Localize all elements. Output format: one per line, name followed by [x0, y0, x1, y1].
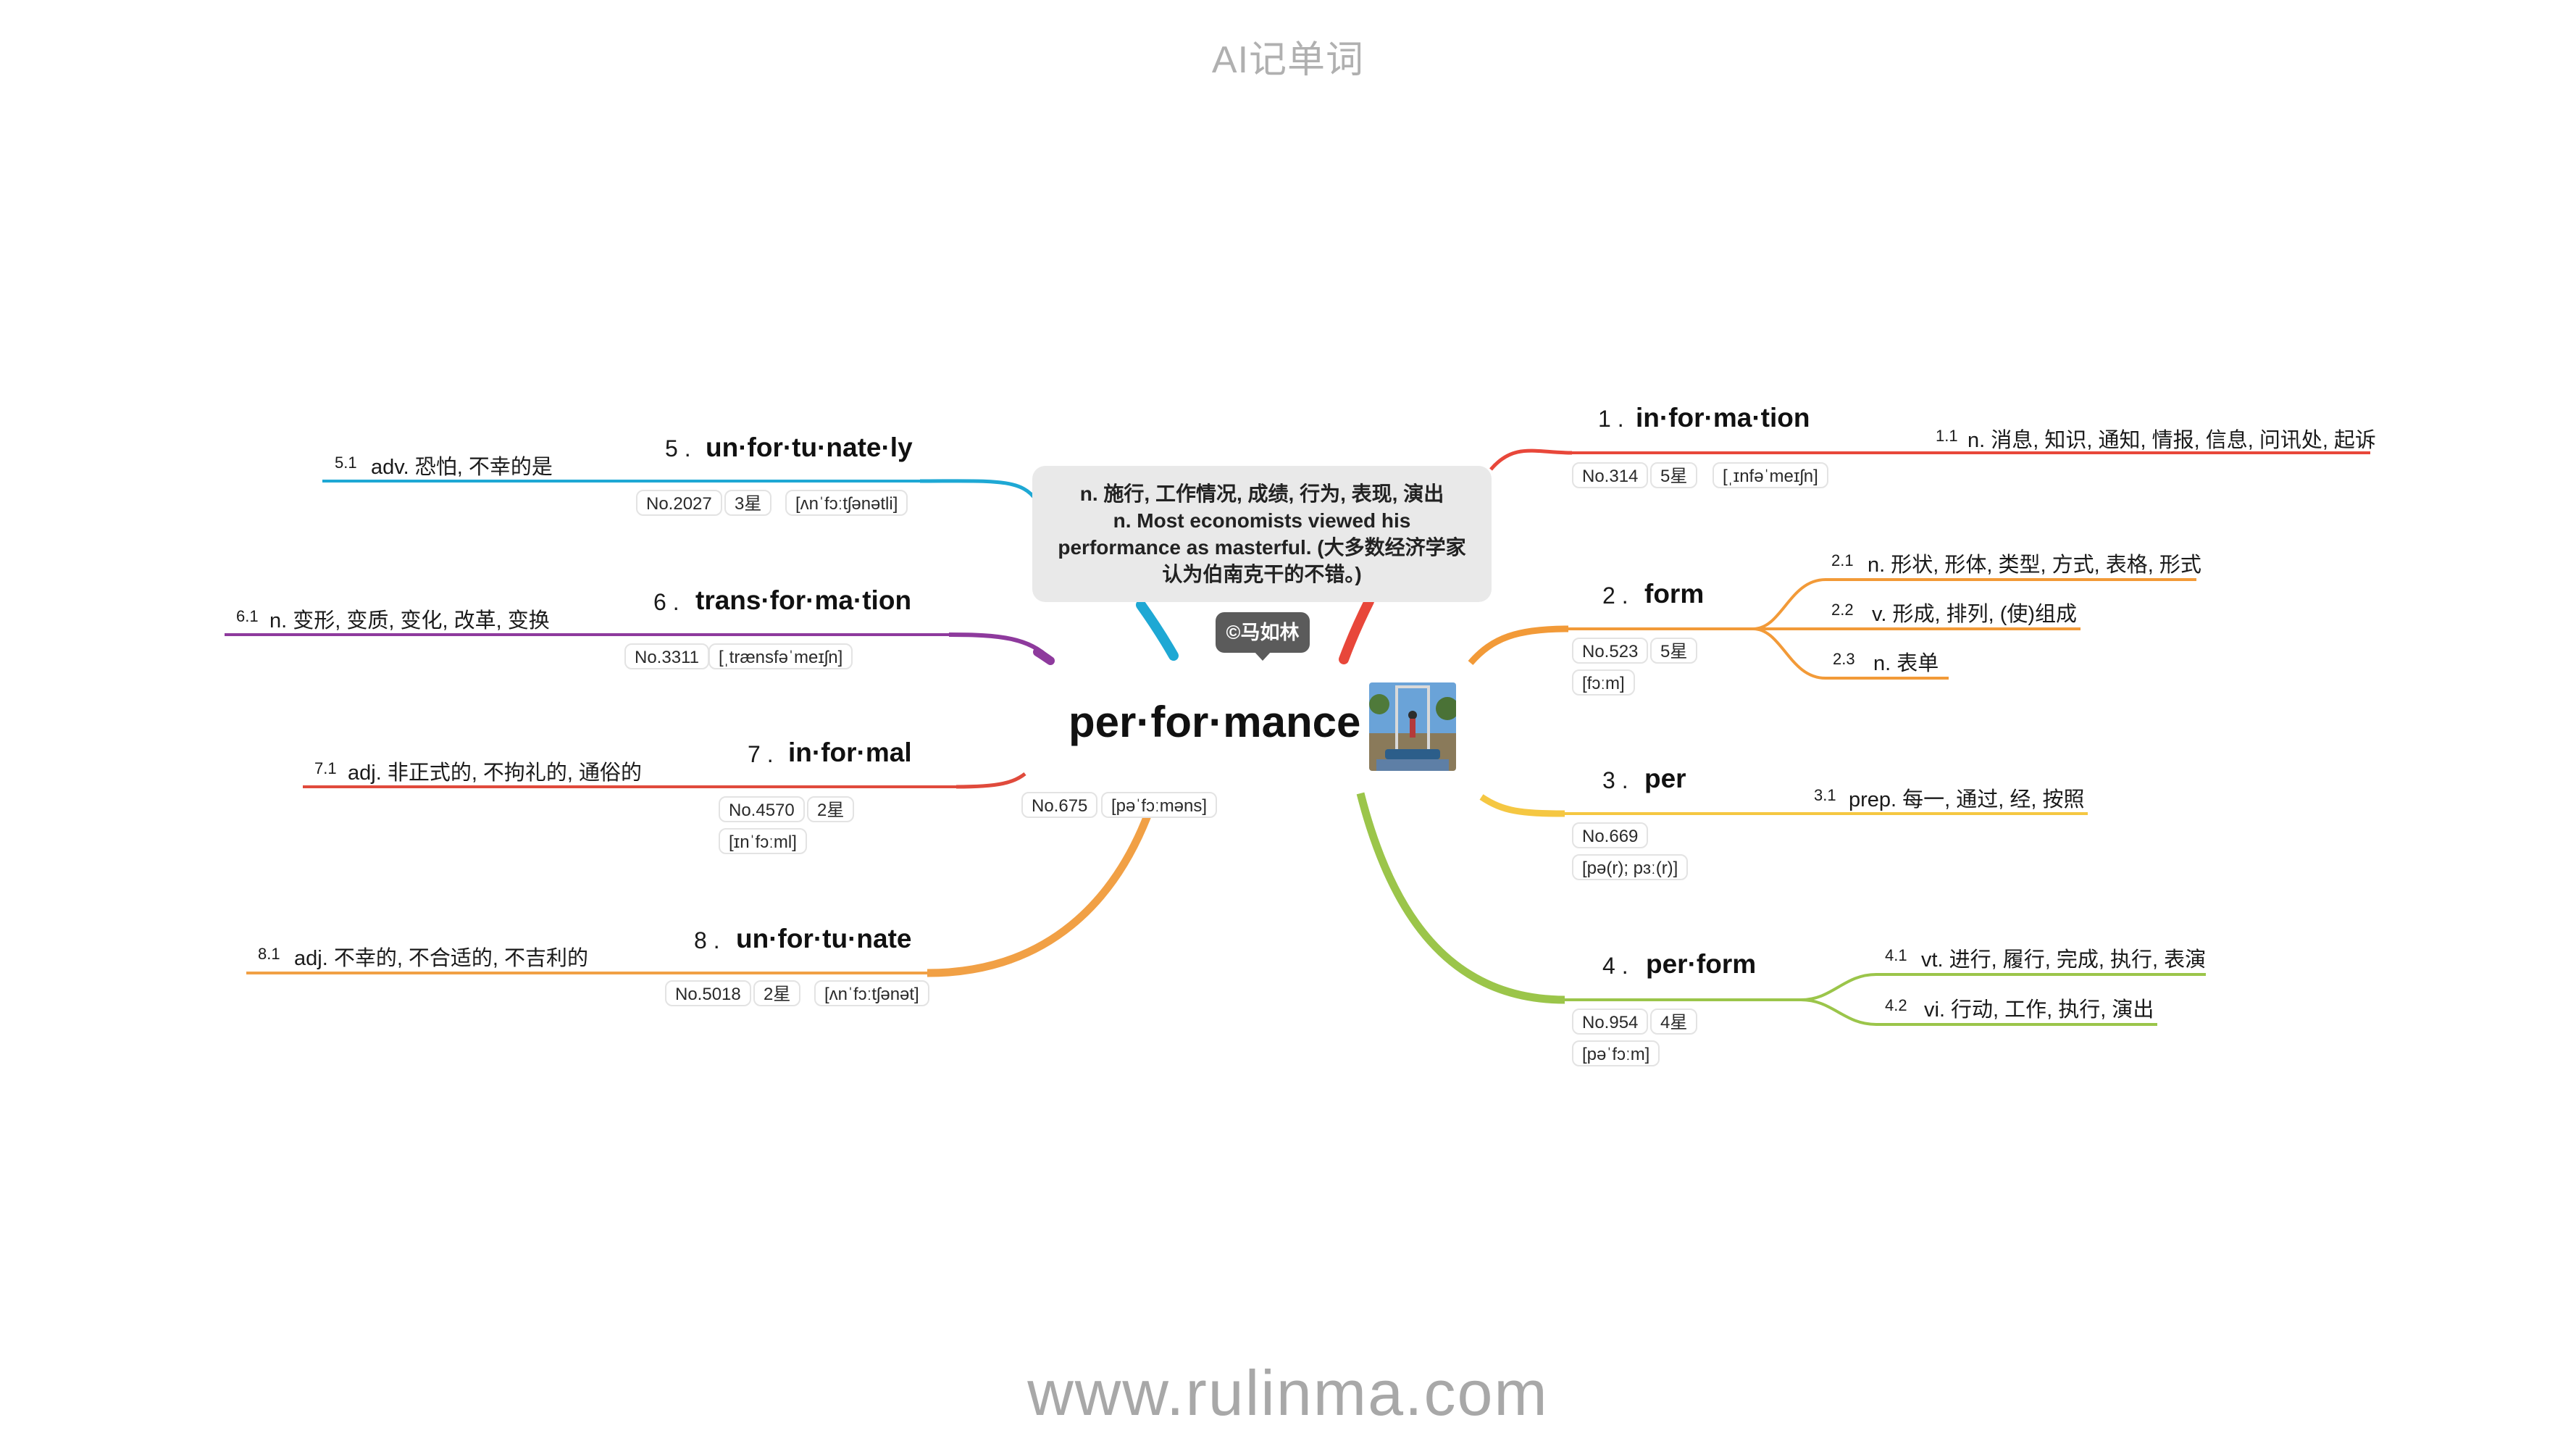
footer-url[interactable]: www.rulinma.com: [1027, 1357, 1549, 1429]
branch-5-chip-number: No.2027: [636, 490, 722, 516]
note-line: n. Most economists viewed his: [1113, 509, 1411, 532]
def-5-1-text: adv. 恐怕, 不幸的是: [371, 456, 553, 479]
branch-5-number: 5 .: [665, 435, 691, 462]
branch-2-chip-phonetic: [fɔːm]: [1572, 669, 1635, 696]
note-line: performance as masterful. (大多数经济学家: [1058, 536, 1466, 559]
central-word-image: [1369, 682, 1456, 771]
note-line: 认为伯南克干的不错。): [1162, 563, 1362, 585]
branch-7-word[interactable]: in·for·mal: [788, 738, 912, 767]
branch-6-chip-phonetic: [ˌtrænsfəˈmeɪʃn]: [708, 643, 853, 669]
connector-6: [948, 632, 1053, 661]
central-number-chip: No.675: [1021, 792, 1098, 818]
def-2-3-number: 2.3: [1833, 650, 1855, 668]
def-8-1-text: adj. 不幸的, 不合适的, 不吉利的: [294, 947, 589, 970]
def-7-1-text: adj. 非正式的, 不拘礼的, 通俗的: [348, 761, 643, 785]
def-4-2-number: 4.2: [1885, 996, 1907, 1014]
branch-2-chip-stars: 5星: [1650, 638, 1698, 664]
connector-8: [927, 792, 1160, 977]
branch-1-number: 1 .: [1598, 406, 1624, 432]
branch-2-word[interactable]: form: [1644, 579, 1705, 609]
def-1-1-number: 1.1: [1936, 427, 1958, 445]
def-4-1-number: 4.1: [1885, 946, 1907, 964]
connector-1: [1489, 448, 1573, 471]
branch-6-word[interactable]: trans·for·ma·tion: [695, 585, 912, 615]
branch-6-chip-number: No.3311: [624, 643, 709, 669]
connector-2-1: [1752, 578, 2196, 630]
note-line: n. 施行, 工作情况, 成绩, 行为, 表现, 演出: [1079, 483, 1444, 505]
branch-2-number: 2 .: [1602, 582, 1628, 609]
branch-1-chip-stars: 5星: [1650, 462, 1698, 488]
branch-3-number: 3 .: [1602, 767, 1628, 793]
def-2-3-text: n. 表单: [1873, 652, 1939, 675]
branch-3-chip-phonetic: [pə(r); pɜː(r)]: [1572, 854, 1689, 880]
app-title: AI记单词: [1211, 39, 1365, 81]
branch-8-chip-stars: 2星: [753, 980, 801, 1006]
connector-4-2: [1800, 998, 2157, 1026]
def-3-1-text: prep. 每一, 通过, 经, 按照: [1849, 788, 2085, 811]
connector-4: [1356, 792, 1565, 1004]
branch-5-chip-stars: 3星: [724, 490, 772, 516]
branch-7-chip-phonetic: [ɪnˈfɔːml]: [719, 828, 807, 854]
branch-1-word[interactable]: in·for·ma·tion: [1636, 403, 1810, 433]
def-3-1-number: 3.1: [1814, 786, 1836, 804]
connector-2-3: [1752, 627, 1949, 680]
def-6-1-text: n. 变形, 变质, 变化, 改革, 变换: [269, 609, 550, 632]
branch-8-chip-number: No.5018: [665, 980, 751, 1006]
central-phonetic-chip: [pəˈfɔːməns]: [1101, 792, 1218, 818]
copyright-badge: ©马如林: [1216, 612, 1310, 653]
def-1-1-text: n. 消息, 知识, 通知, 情报, 信息, 问讯处, 起诉: [1967, 429, 2376, 452]
connector-2: [1468, 625, 1569, 665]
connector-blue-stub: [1136, 600, 1179, 661]
def-8-1-number: 8.1: [258, 945, 280, 963]
branch-3-word[interactable]: per: [1644, 764, 1686, 793]
branch-4-chip-phonetic: [pəˈfɔːm]: [1572, 1040, 1660, 1066]
def-2-1-number: 2.1: [1831, 551, 1854, 569]
branch-1-chip-number: No.314: [1572, 462, 1649, 488]
def-5-1-number: 5.1: [335, 454, 357, 472]
branch-8-chip-phonetic: [ʌnˈfɔːtʃənət]: [814, 980, 929, 1006]
branch-4-chip-stars: 4星: [1650, 1009, 1698, 1035]
connector-4-1: [1800, 973, 2206, 1001]
branch-6-number: 6 .: [653, 589, 679, 615]
branch-5-chip-phonetic: [ʌnˈfɔːtʃənətli]: [785, 490, 908, 516]
def-4-1-text: vt. 进行, 履行, 完成, 执行, 表演: [1921, 948, 2207, 972]
def-2-2-number: 2.2: [1831, 601, 1854, 619]
branch-8-word[interactable]: un·for·tu·nate: [736, 924, 912, 953]
branch-5-word[interactable]: un·for·tu·nate·ly: [706, 433, 913, 462]
branch-7-chip-stars: 2星: [807, 796, 855, 822]
branch-4-word[interactable]: per·form: [1646, 949, 1757, 979]
branch-7-number: 7 .: [748, 741, 774, 767]
copyright-pointer: [1254, 651, 1271, 661]
central-word[interactable]: per·for·mance: [1069, 698, 1361, 746]
def-2-1-text: n. 形状, 形体, 类型, 方式, 表格, 形式: [1868, 554, 2201, 577]
connector-3: [1479, 794, 1565, 817]
connector-red-stub: [1339, 596, 1374, 664]
connector-7: [955, 772, 1026, 789]
branch-1-chip-phonetic: [ˌɪnfəˈmeɪʃn]: [1713, 462, 1828, 488]
branch-2-chip-number: No.523: [1572, 638, 1649, 664]
def-2-2-text: v. 形成, 排列, (使)组成: [1872, 603, 2078, 626]
branch-7-chip-number: No.4570: [719, 796, 805, 822]
branch-3-chip-number: No.669: [1572, 822, 1649, 848]
def-7-1-number: 7.1: [314, 759, 337, 777]
branch-4-number: 4 .: [1602, 953, 1628, 979]
def-4-2-text: vi. 行动, 工作, 执行, 演出: [1924, 998, 2154, 1022]
def-6-1-number: 6.1: [236, 607, 259, 625]
connector-5: [919, 479, 1038, 501]
central-note: n. 施行, 工作情况, 成绩, 行为, 表现, 演出 n. Most econ…: [1032, 466, 1492, 602]
branch-4-chip-number: No.954: [1572, 1009, 1649, 1035]
branch-8-number: 8 .: [694, 927, 720, 953]
